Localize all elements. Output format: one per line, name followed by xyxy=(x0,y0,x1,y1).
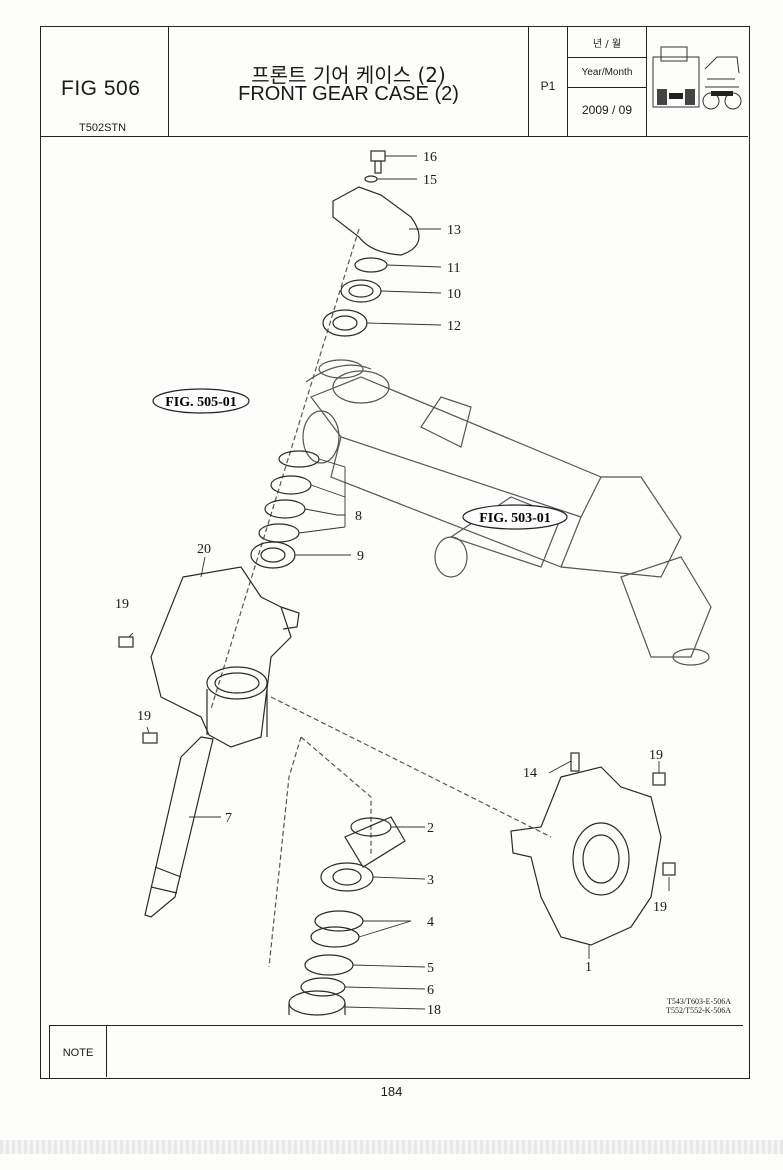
title-block: FIG 506 T502STN 프론트 기어 케이스 (2) FRONT GEA… xyxy=(41,27,748,137)
bearing-9 xyxy=(250,541,296,569)
page-code-cell: P1 xyxy=(529,27,568,136)
pin-14 xyxy=(570,752,580,772)
note-label: NOTE xyxy=(50,1026,107,1077)
date-label-korean: 년 / 월 xyxy=(592,39,622,50)
scan-artifact-band xyxy=(0,1140,783,1154)
circlips-8 xyxy=(258,450,320,543)
title-cell: 프론트 기어 케이스 (2) FRONT GEAR CASE (2) xyxy=(169,27,529,136)
washer-15 xyxy=(364,175,378,183)
ring-5 xyxy=(304,954,354,976)
callout-19-c: 19 xyxy=(649,748,663,763)
callout-4: 4 xyxy=(427,915,434,930)
oil-seal-10 xyxy=(340,279,382,303)
callout-7: 7 xyxy=(225,811,232,826)
shims-4 xyxy=(310,910,364,948)
fig-505-01-reference: FIG. 505-01 xyxy=(152,388,250,414)
bolt-16 xyxy=(370,150,386,174)
callout-16: 16 xyxy=(423,150,437,165)
snap-ring-6 xyxy=(300,977,346,997)
ref-503-label: FIG. 503-01 xyxy=(479,511,551,526)
date-cell: 년 / 월 Year/Month 2009 / 09 xyxy=(568,27,647,136)
note-row: NOTE xyxy=(49,1025,743,1078)
callout-3: 3 xyxy=(427,873,434,888)
drawing-code-2: T552/T552-K-506A xyxy=(666,1006,731,1015)
ref-505-label: FIG. 505-01 xyxy=(165,395,237,410)
model-code: T502STN xyxy=(79,122,127,134)
plug-19-b xyxy=(142,732,158,744)
date-value: 2009 / 09 xyxy=(581,103,633,117)
callout-19-a: 19 xyxy=(115,597,129,612)
callout-14: 14 xyxy=(523,766,537,781)
bearing-3 xyxy=(320,862,374,892)
drawing-code: T543/T603-E-506A T552/T552-K-506A xyxy=(631,997,731,1015)
plug-19-d xyxy=(662,862,676,876)
cover-plate-13 xyxy=(332,186,420,256)
assembly-dashed-lines xyxy=(210,228,552,968)
callout-19-b: 19 xyxy=(137,709,151,724)
fig-cell: FIG 506 T502STN xyxy=(41,27,169,136)
callout-10: 10 xyxy=(447,287,461,302)
date-label-english: Year/Month xyxy=(581,67,633,78)
callout-8: 8 xyxy=(355,509,362,524)
callout-13: 13 xyxy=(447,223,461,238)
callout-15: 15 xyxy=(423,173,437,188)
page-code: P1 xyxy=(540,79,556,93)
callout-6: 6 xyxy=(427,983,434,998)
title-korean: 프론트 기어 케이스 (2) xyxy=(251,63,446,87)
callout-11: 11 xyxy=(447,261,460,276)
callout-12: 12 xyxy=(447,319,461,334)
plug-19-a xyxy=(118,636,134,648)
fig-503-01-reference: FIG. 503-01 xyxy=(462,504,568,530)
bevel-gear-2 xyxy=(344,816,406,868)
page-frame: FIG 506 T502STN 프론트 기어 케이스 (2) FRONT GEA… xyxy=(40,26,750,1079)
plug-19-c xyxy=(652,772,666,786)
knuckle-housing-20 xyxy=(150,566,300,748)
callout-20: 20 xyxy=(197,542,211,557)
fig-number: FIG 506 xyxy=(61,77,141,100)
ring-11 xyxy=(354,257,388,273)
callout-19-d: 19 xyxy=(653,900,667,915)
drawing-code-1: T543/T603-E-506A xyxy=(667,997,731,1006)
callout-1: 1 xyxy=(585,960,592,975)
gear-case-1 xyxy=(510,766,662,946)
title-english: FRONT GEAR CASE (2) xyxy=(238,83,459,105)
tractor-thumbnail-icon xyxy=(652,46,742,110)
callout-9: 9 xyxy=(357,549,364,564)
shaft-7 xyxy=(144,736,214,918)
exploded-parts-diagram: FIG. 505-01 FIG. 503-01 16 15 13 11 10 1… xyxy=(115,150,712,1018)
callout-2: 2 xyxy=(427,821,434,836)
callout-18: 18 xyxy=(427,1003,441,1018)
callout-leaders xyxy=(128,155,670,1010)
tractor-thumbnail xyxy=(647,27,748,136)
page-number: 184 xyxy=(380,1084,403,1099)
callout-5: 5 xyxy=(427,961,434,976)
collar-18 xyxy=(288,990,346,1016)
